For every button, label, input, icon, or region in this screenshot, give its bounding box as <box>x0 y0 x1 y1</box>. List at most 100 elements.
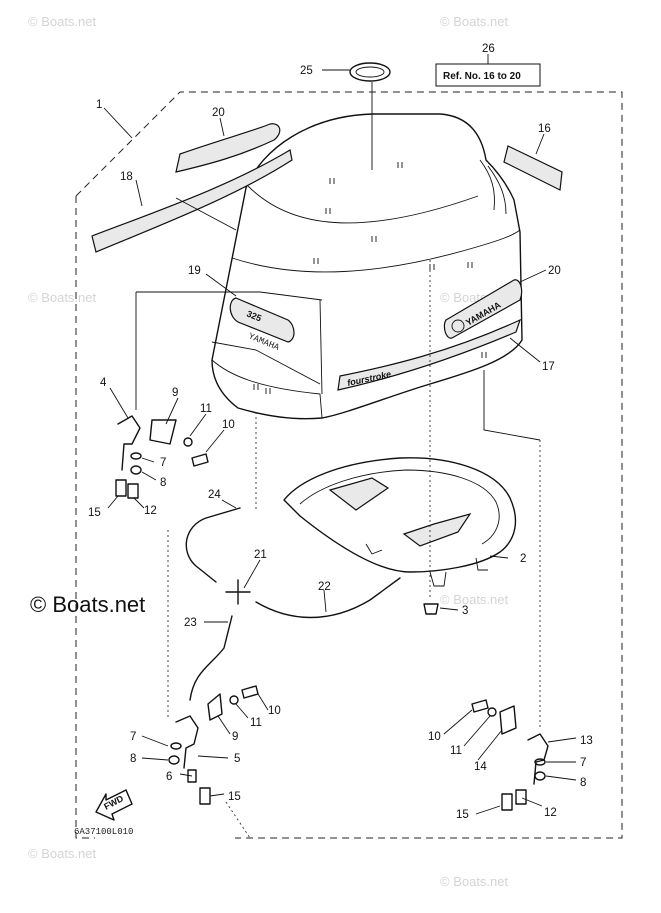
watermark-top-left: © Boats.net <box>28 14 97 29</box>
callout-18: 18 <box>120 171 133 183</box>
fourstroke-stripe <box>337 318 522 391</box>
hose-23 <box>189 615 233 701</box>
nut-8-lower <box>168 755 180 765</box>
latch-hook-5 <box>175 715 199 769</box>
callout-6: 6 <box>166 771 172 783</box>
seal-plate-tab-3 <box>475 557 488 571</box>
assembly-boundary-left <box>75 196 95 839</box>
callout-9-upper: 9 <box>172 387 178 399</box>
callout-13: 13 <box>580 735 593 747</box>
cowling-side-crease <box>231 229 521 273</box>
washer-7-right <box>534 758 546 766</box>
marker-2 <box>397 162 403 168</box>
latch-lower-right <box>471 699 549 811</box>
decal-16 <box>503 145 563 191</box>
nut-8-upper <box>130 465 142 475</box>
callout-11-right: 11 <box>450 745 462 757</box>
bracket-14 <box>499 705 517 735</box>
callout-numbers: 1 2 3 4 5 6 7 7 7 8 8 8 9 9 10 10 10 11 … <box>88 43 593 821</box>
bracket-9-lower <box>207 693 223 721</box>
callout-15-upper: 15 <box>88 507 101 519</box>
callout-14: 14 <box>474 761 487 773</box>
callout-26: 26 <box>482 43 495 55</box>
callout-15-lower: 15 <box>228 791 241 803</box>
callout-12-upper: 12 <box>144 505 157 517</box>
callout-19: 19 <box>188 265 201 277</box>
callout-15-right: 15 <box>456 809 469 821</box>
drawing-code: 6A37100L010 <box>74 827 133 837</box>
washer-7-lower <box>170 742 182 750</box>
washer-11-right <box>487 707 497 717</box>
callout-10-lower: 10 <box>268 705 281 717</box>
sleeve-15-lower <box>199 787 211 805</box>
watermark-bottom-right: © Boats.net <box>440 874 509 889</box>
callout-23: 23 <box>184 617 197 629</box>
callout-25: 25 <box>300 65 313 77</box>
cowling-outline <box>211 113 523 420</box>
alignment-lines <box>135 197 541 839</box>
tee-joint-body <box>225 579 251 605</box>
bolt-10-upper <box>191 453 209 467</box>
yamaha-emblem-icon <box>451 319 465 333</box>
callout-16: 16 <box>538 123 551 135</box>
marker-1 <box>329 178 335 184</box>
grommet-12-right <box>515 789 527 805</box>
hose-22 <box>255 577 401 619</box>
marker-7 <box>467 262 473 268</box>
stripe-decal-group: fourstroke <box>337 318 522 391</box>
decal-18 <box>91 149 293 253</box>
latch-upper-left <box>115 415 209 499</box>
bracket-9-upper <box>149 419 177 445</box>
latch-hook-4 <box>117 415 141 471</box>
cowling-markers <box>253 162 487 394</box>
callout-20-side: 20 <box>548 265 561 277</box>
sleeve-15-right <box>501 793 513 811</box>
marker-3 <box>325 208 331 214</box>
washer-11-upper <box>183 437 193 447</box>
watermark-bottom-left: © Boats.net <box>28 846 97 861</box>
washer-11-lower <box>229 695 239 705</box>
cowling-vent-1 <box>479 159 495 211</box>
seal-plate-outline <box>283 457 517 573</box>
cowling-front-edge <box>319 299 323 395</box>
callout-17: 17 <box>542 361 555 373</box>
callout-11-upper: 11 <box>200 403 212 415</box>
callout-10-right: 10 <box>428 731 441 743</box>
callout-3: 3 <box>462 605 468 617</box>
callout-22: 22 <box>318 581 331 593</box>
marker-6 <box>429 264 435 270</box>
sleeve-15-upper <box>115 479 127 497</box>
cowling-upper-ridge <box>247 185 479 224</box>
cowling-vent-2 <box>487 165 507 215</box>
bolt-6 <box>187 769 197 783</box>
bolt-10-right <box>471 699 489 713</box>
callout-7-right: 7 <box>580 757 586 769</box>
grommet-25 <box>349 62 391 82</box>
callout-10-upper: 10 <box>222 419 235 431</box>
align-9 <box>211 341 321 385</box>
align-7 <box>483 370 541 441</box>
align-8 <box>175 197 237 231</box>
align-10 <box>225 801 251 839</box>
callout-8-lower: 8 <box>130 753 136 765</box>
seal-plate-tab-2 <box>429 571 447 587</box>
seal-plate-inner <box>299 469 500 545</box>
nut-3 <box>423 603 439 615</box>
callout-5: 5 <box>234 753 240 765</box>
callout-1: 1 <box>96 99 102 111</box>
watermarks: © Boats.net © Boats.net © Boats.net © Bo… <box>28 14 509 889</box>
leader-lines <box>103 54 577 815</box>
tee-joint-21 <box>225 579 251 605</box>
badge-325-group: 325 YAMAHA <box>229 297 295 353</box>
badge-325 <box>229 297 295 343</box>
watermark-lower-right: © Boats.net <box>440 592 509 607</box>
grommet-25-inner <box>355 66 385 78</box>
callout-7-upper: 7 <box>160 457 166 469</box>
callout-24: 24 <box>208 489 221 501</box>
cowling-seal-plate <box>283 457 517 587</box>
marker-4 <box>371 236 377 242</box>
watermark-top-right: © Boats.net <box>440 14 509 29</box>
marker-8 <box>253 384 259 390</box>
washer-7-upper <box>130 452 142 460</box>
